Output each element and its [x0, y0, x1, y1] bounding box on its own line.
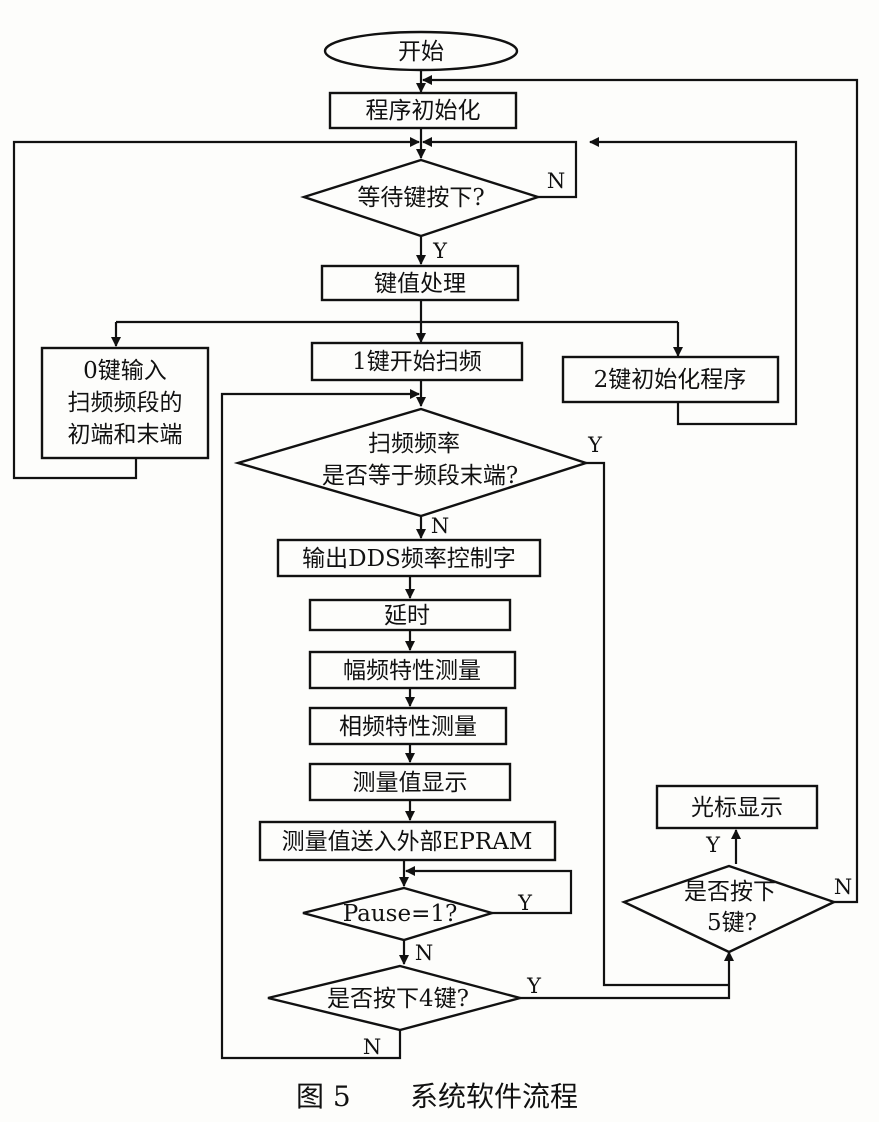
key4-decision — [267, 964, 525, 1032]
start-terminal — [323, 30, 519, 72]
delay-label: 延时 — [384, 603, 430, 629]
pause-decision — [302, 886, 497, 942]
wait-no-label: N — [547, 169, 565, 193]
init-box — [328, 91, 518, 130]
phase-measure-box — [308, 706, 508, 746]
figure-number: 图 5 — [296, 1080, 351, 1113]
freq-yes-label: Y — [587, 433, 603, 457]
dds-output-label: 输出DDS频率控制字 — [302, 546, 516, 572]
amp-measure-label: 幅频特性测量 — [343, 658, 481, 684]
freq-check-label-line1: 扫频频率 — [368, 431, 460, 457]
key2-label: 2键初始化程序 — [594, 367, 747, 393]
freq-check-decision — [233, 407, 590, 518]
dds-output-box — [276, 538, 542, 578]
key4-label: 是否按下4键? — [327, 986, 469, 1012]
edge-wait-no — [422, 137, 578, 199]
wait-yes-label: Y — [432, 239, 448, 263]
node-shapes — [40, 30, 838, 1032]
init-label: 程序初始化 — [366, 98, 481, 124]
wait-key-decision — [300, 158, 542, 238]
key0-label-line2: 扫频频段的 — [68, 390, 183, 416]
freq-check-label-line2: 是否等于频段末端? — [322, 463, 518, 489]
start-label: 开始 — [398, 39, 444, 65]
key0-label-line1: 0键输入 — [83, 358, 167, 384]
key-process-box — [320, 264, 520, 302]
key5-label-line1: 是否按下 — [684, 879, 776, 905]
edge-key5-no — [422, 75, 859, 904]
connectors — [12, 70, 859, 1060]
key4-yes-label: Y — [526, 974, 542, 998]
key5-no-label: N — [834, 875, 852, 899]
pause-label: Pause=1? — [343, 901, 458, 927]
key1-label: 1键开始扫频 — [352, 349, 482, 375]
display-label: 测量值显示 — [353, 770, 468, 796]
cursor-box — [655, 784, 819, 830]
edge-key2-return — [589, 137, 798, 426]
freq-no-label: N — [431, 514, 449, 538]
edge-labels: N Y Y N Y N Y N Y N — [363, 169, 852, 1059]
edge-key4-no — [220, 389, 420, 1060]
edge-key4-yes — [520, 951, 734, 1000]
store-box — [258, 820, 557, 862]
pause-yes-label: Y — [517, 891, 533, 915]
display-box — [308, 762, 512, 802]
key5-yes-label: Y — [705, 833, 721, 857]
key0-box — [40, 346, 210, 460]
key1-box — [310, 341, 524, 382]
key5-label-line2: 5键? — [707, 910, 757, 936]
wait-key-label: 等待键按下? — [357, 185, 484, 211]
figure-title: 系统软件流程 — [410, 1080, 578, 1113]
phase-measure-label: 相频特性测量 — [339, 714, 477, 740]
amp-measure-box — [308, 650, 517, 690]
edge-pause-yes — [405, 866, 573, 915]
key-process-label: 键值处理 — [374, 271, 466, 297]
edge-key0-return — [12, 137, 420, 480]
pause-no-label: N — [415, 941, 433, 965]
store-label: 测量值送入外部EPRAM — [282, 829, 533, 855]
key2-box — [561, 355, 780, 404]
delay-box — [308, 598, 512, 632]
key5-decision — [620, 864, 838, 954]
figure-caption: 图 5 系统软件流程 — [296, 1080, 578, 1113]
key4-no-label: N — [363, 1035, 381, 1059]
cursor-label: 光标显示 — [691, 795, 783, 821]
edge-freq-yes — [586, 461, 729, 987]
key0-label-line3: 初端和末端 — [68, 422, 183, 448]
node-labels: 开始 程序初始化 等待键按下? 键值处理 0键输入 扫频频段的 初端和末端 1键… — [68, 39, 784, 1012]
